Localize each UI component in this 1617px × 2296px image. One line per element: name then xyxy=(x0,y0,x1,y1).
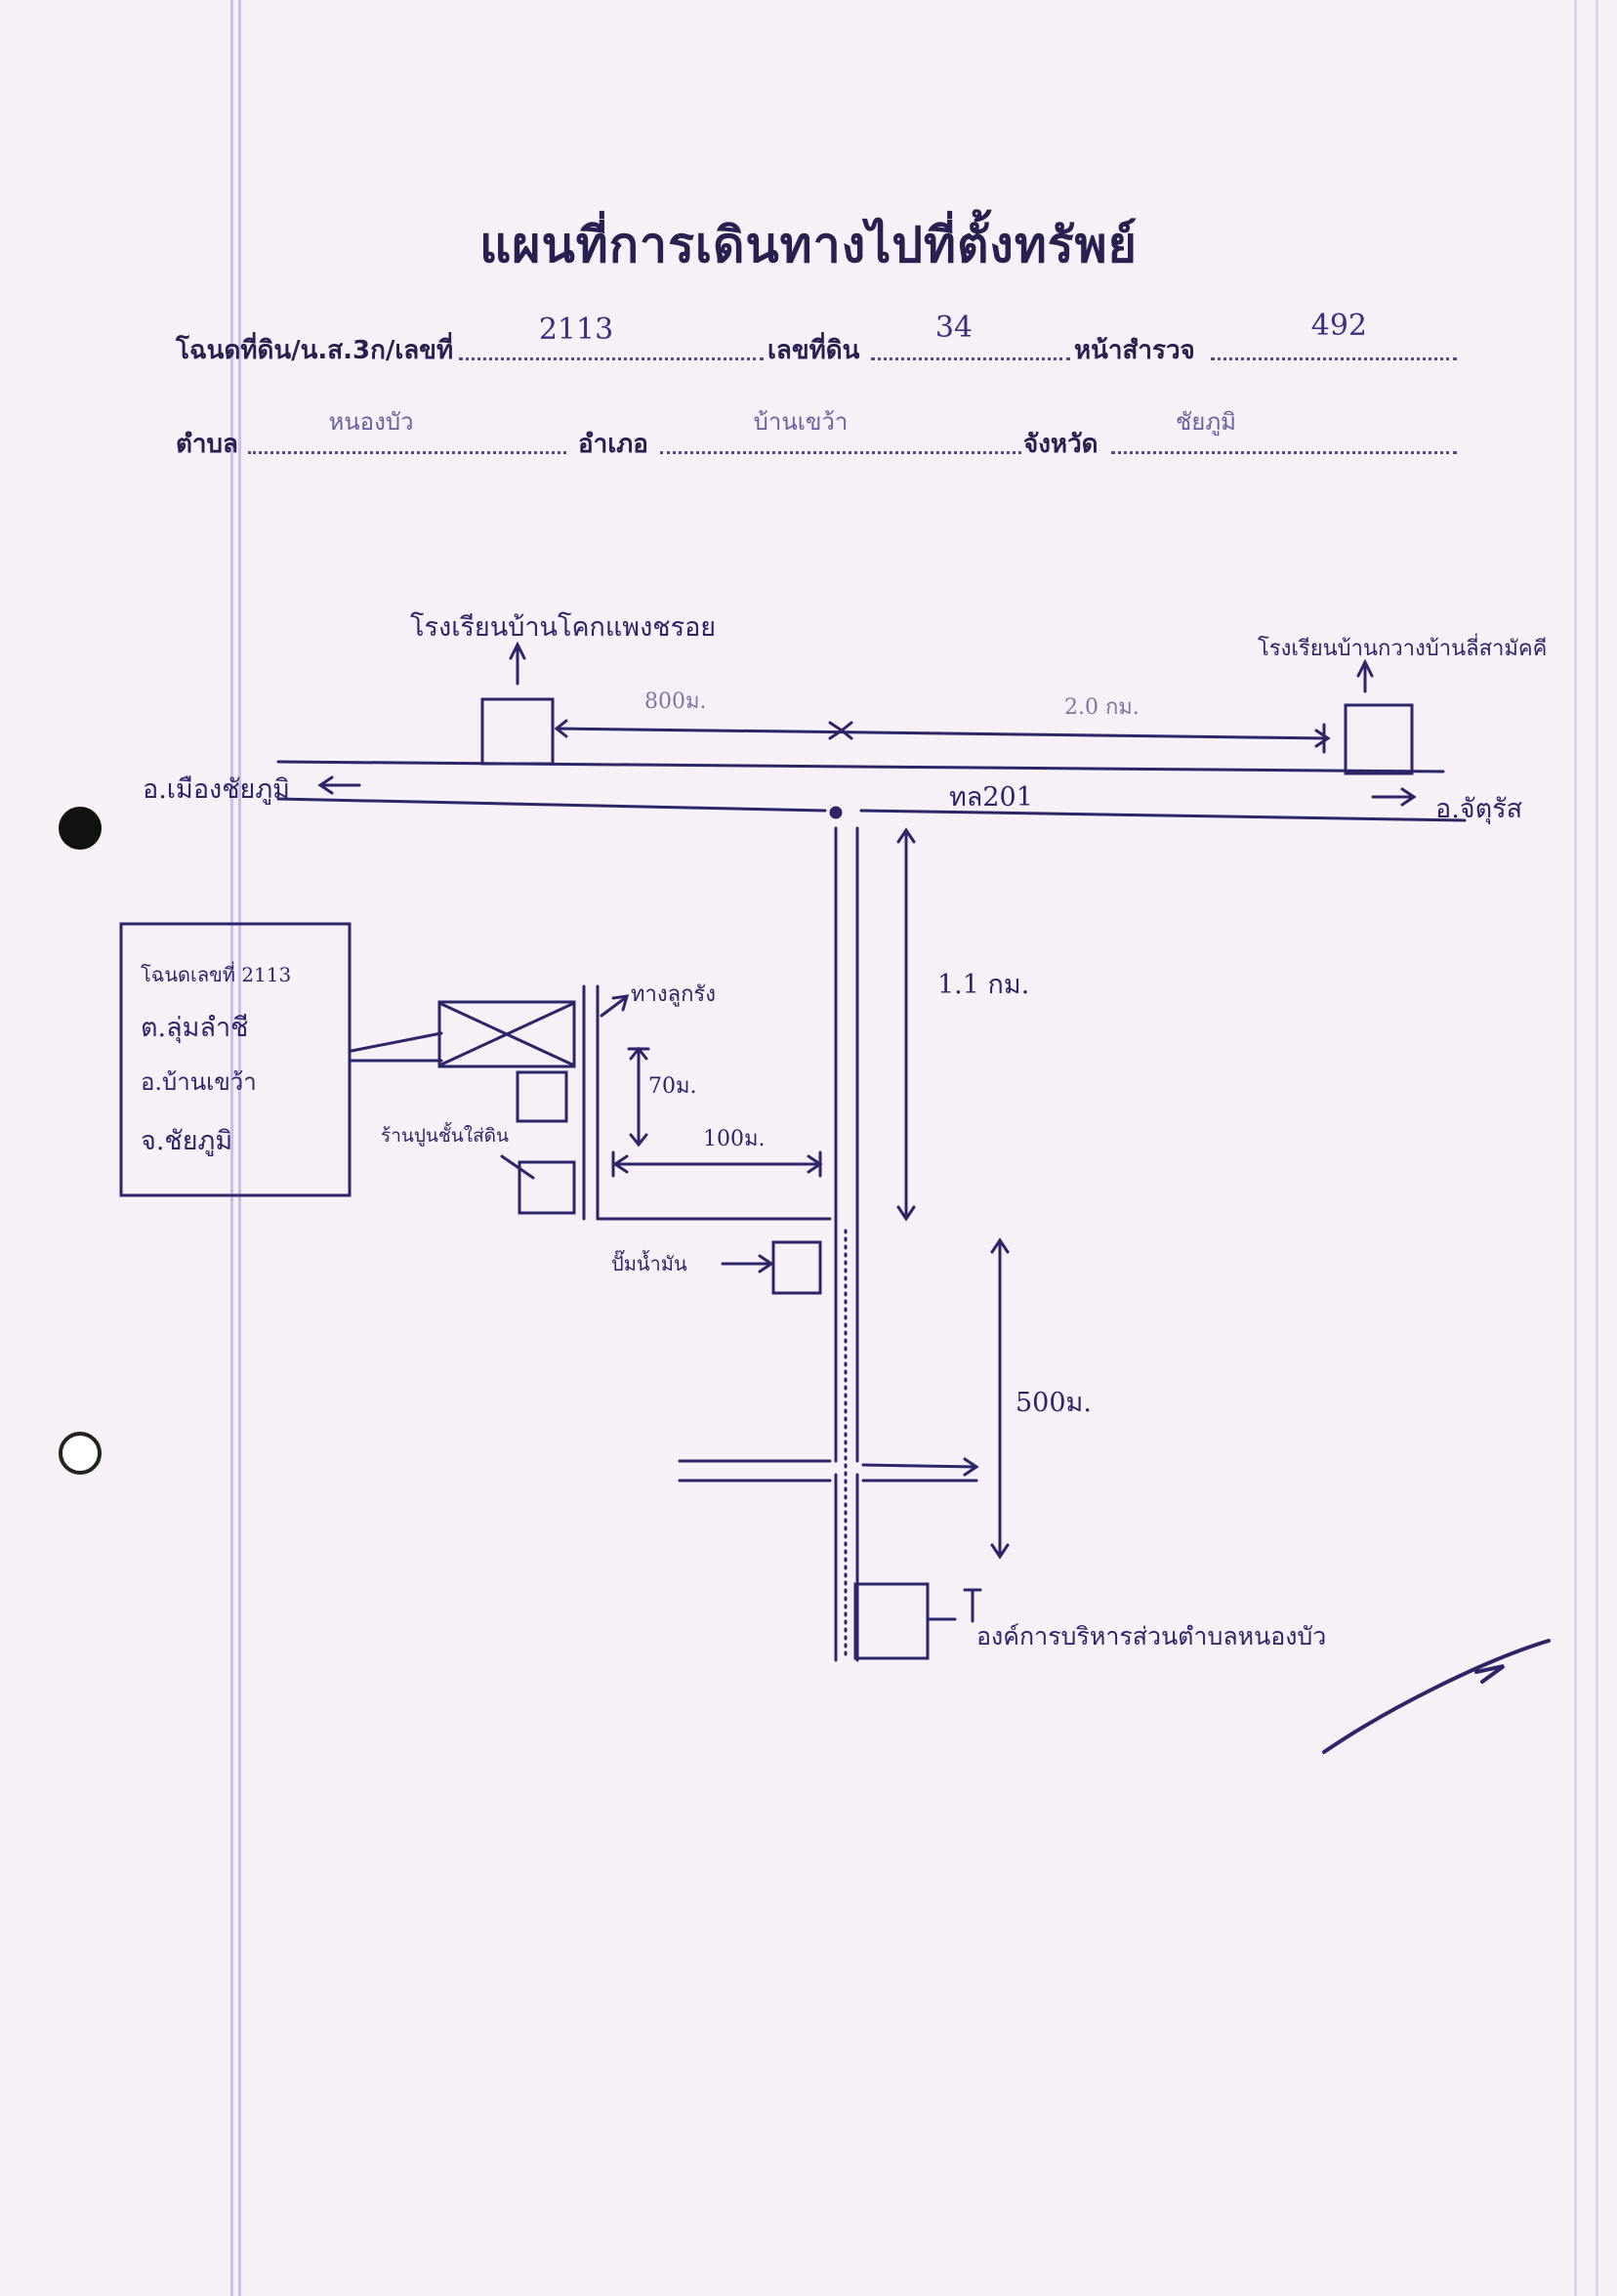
survey-value: 492 xyxy=(1310,309,1367,343)
deed-value: 2113 xyxy=(538,313,614,347)
distance-500m: 500ม. xyxy=(1016,1388,1092,1418)
land-no-value: 34 xyxy=(934,311,974,345)
highway-upper-edge xyxy=(276,760,1445,773)
side-road-pointer-head xyxy=(611,994,630,1012)
tambon-line xyxy=(248,451,566,454)
distance-1-1km: 1.1 กม. xyxy=(937,970,1030,1000)
side-road-pointer xyxy=(600,996,627,1018)
tambon-label: ตำบล xyxy=(176,430,238,459)
distance-top-left: 800ม. xyxy=(644,689,707,714)
subject-parcel xyxy=(437,1000,576,1068)
cement-shop-label: ร้านปูนชั้นใส่ดิน xyxy=(381,1125,509,1147)
arrow-right-head xyxy=(1400,787,1417,807)
amphoe-value: บ้านเขว้า xyxy=(753,408,849,436)
highway-lower-edge xyxy=(859,809,1467,822)
school-right-pointer-head xyxy=(1356,658,1374,678)
parcel-line-2: ต.ลุ่มลำชี xyxy=(141,1013,249,1043)
parcel-cross xyxy=(439,1002,574,1066)
to-left-district: อ.เมืองชัยภูมิ xyxy=(143,774,290,805)
survey-label: หน้าสำรวจ xyxy=(1074,336,1195,365)
survey-line xyxy=(1211,357,1457,360)
edge-rule-line xyxy=(1596,0,1598,2296)
sao-office-box xyxy=(853,1582,930,1660)
dimension-top xyxy=(555,727,1330,740)
school-left-box xyxy=(480,697,555,766)
punch-hole xyxy=(59,807,102,850)
school-right-box xyxy=(1344,703,1414,775)
dim-tick xyxy=(990,1237,1010,1254)
gas-station-arrow-head xyxy=(758,1254,774,1273)
province-label: จังหวัด xyxy=(1023,430,1099,459)
school-left-label: โรงเรียนบ้านโคกแพงชรอย xyxy=(410,612,717,643)
page-title: แผนที่การเดินทางไปที่ตั้งทรัพย์ xyxy=(479,217,1138,273)
school-right-label: โรงเรียนบ้านกวางบ้านลี่สามัคคี xyxy=(1258,637,1548,661)
land-no-label: เลขที่ดิน xyxy=(767,336,860,365)
dim-tick xyxy=(839,721,853,740)
parcel-line-4: จ.ชัยภูมิ xyxy=(141,1126,233,1156)
to-right-district: อ.จัตุรัส xyxy=(1435,794,1523,824)
highway-lower-edge xyxy=(276,797,827,813)
cement-shop-leader xyxy=(500,1154,535,1180)
small-building-box xyxy=(516,1070,568,1123)
parcel-line-3: อ.บ้านเขว้า xyxy=(141,1068,257,1096)
signature xyxy=(1322,1639,1551,1754)
dim-tick xyxy=(896,1205,916,1222)
highway-label: ทล201 xyxy=(949,782,1033,813)
punch-hole xyxy=(59,1432,102,1475)
gas-station-label: ปั๊มน้ำมัน xyxy=(611,1252,687,1275)
province-line xyxy=(1111,451,1457,454)
land-no-line xyxy=(871,357,1070,360)
deed-label: โฉนดที่ดิน/น.ส.3ก/เลขที่ xyxy=(176,336,454,365)
dim-tick xyxy=(896,827,916,844)
amphoe-line xyxy=(660,451,1021,454)
cross-road-arrow xyxy=(963,1457,979,1477)
cross-road-upper xyxy=(861,1463,978,1469)
junction-dot xyxy=(829,806,843,819)
margin-rule-line xyxy=(238,0,241,2296)
dim-tick xyxy=(1314,729,1331,748)
distance-70m: 70ม. xyxy=(648,1074,697,1099)
distance-top-right: 2.0 กม. xyxy=(1064,695,1140,720)
province-value: ชัยภูมิ xyxy=(1176,408,1236,436)
parcel-leader xyxy=(350,1031,443,1053)
sao-office-label: องค์การบริหารส่วนตำบลหนองบัว xyxy=(976,1622,1327,1650)
dim-tick xyxy=(990,1543,1010,1560)
dim-tick xyxy=(612,1154,629,1174)
parcel-info-box xyxy=(119,922,352,1197)
dim-tick xyxy=(629,1133,648,1148)
edge-rule-line xyxy=(1574,0,1577,2296)
distance-100m: 100ม. xyxy=(703,1127,766,1151)
dim-tick xyxy=(554,719,568,738)
school-left-pointer-head xyxy=(509,641,526,660)
arrow-left-head xyxy=(317,775,334,795)
gas-station-box xyxy=(771,1240,822,1295)
tambon-value: หนองบัว xyxy=(328,408,414,436)
margin-rule-line xyxy=(230,0,233,2296)
parcel-line-1: โฉนดเลขที่ 2113 xyxy=(141,963,292,986)
amphoe-label: อำเภอ xyxy=(578,430,648,459)
side-road-label: ทางลูกรัง xyxy=(631,982,716,1007)
cement-shop-box xyxy=(518,1160,576,1215)
deed-line xyxy=(459,357,764,360)
